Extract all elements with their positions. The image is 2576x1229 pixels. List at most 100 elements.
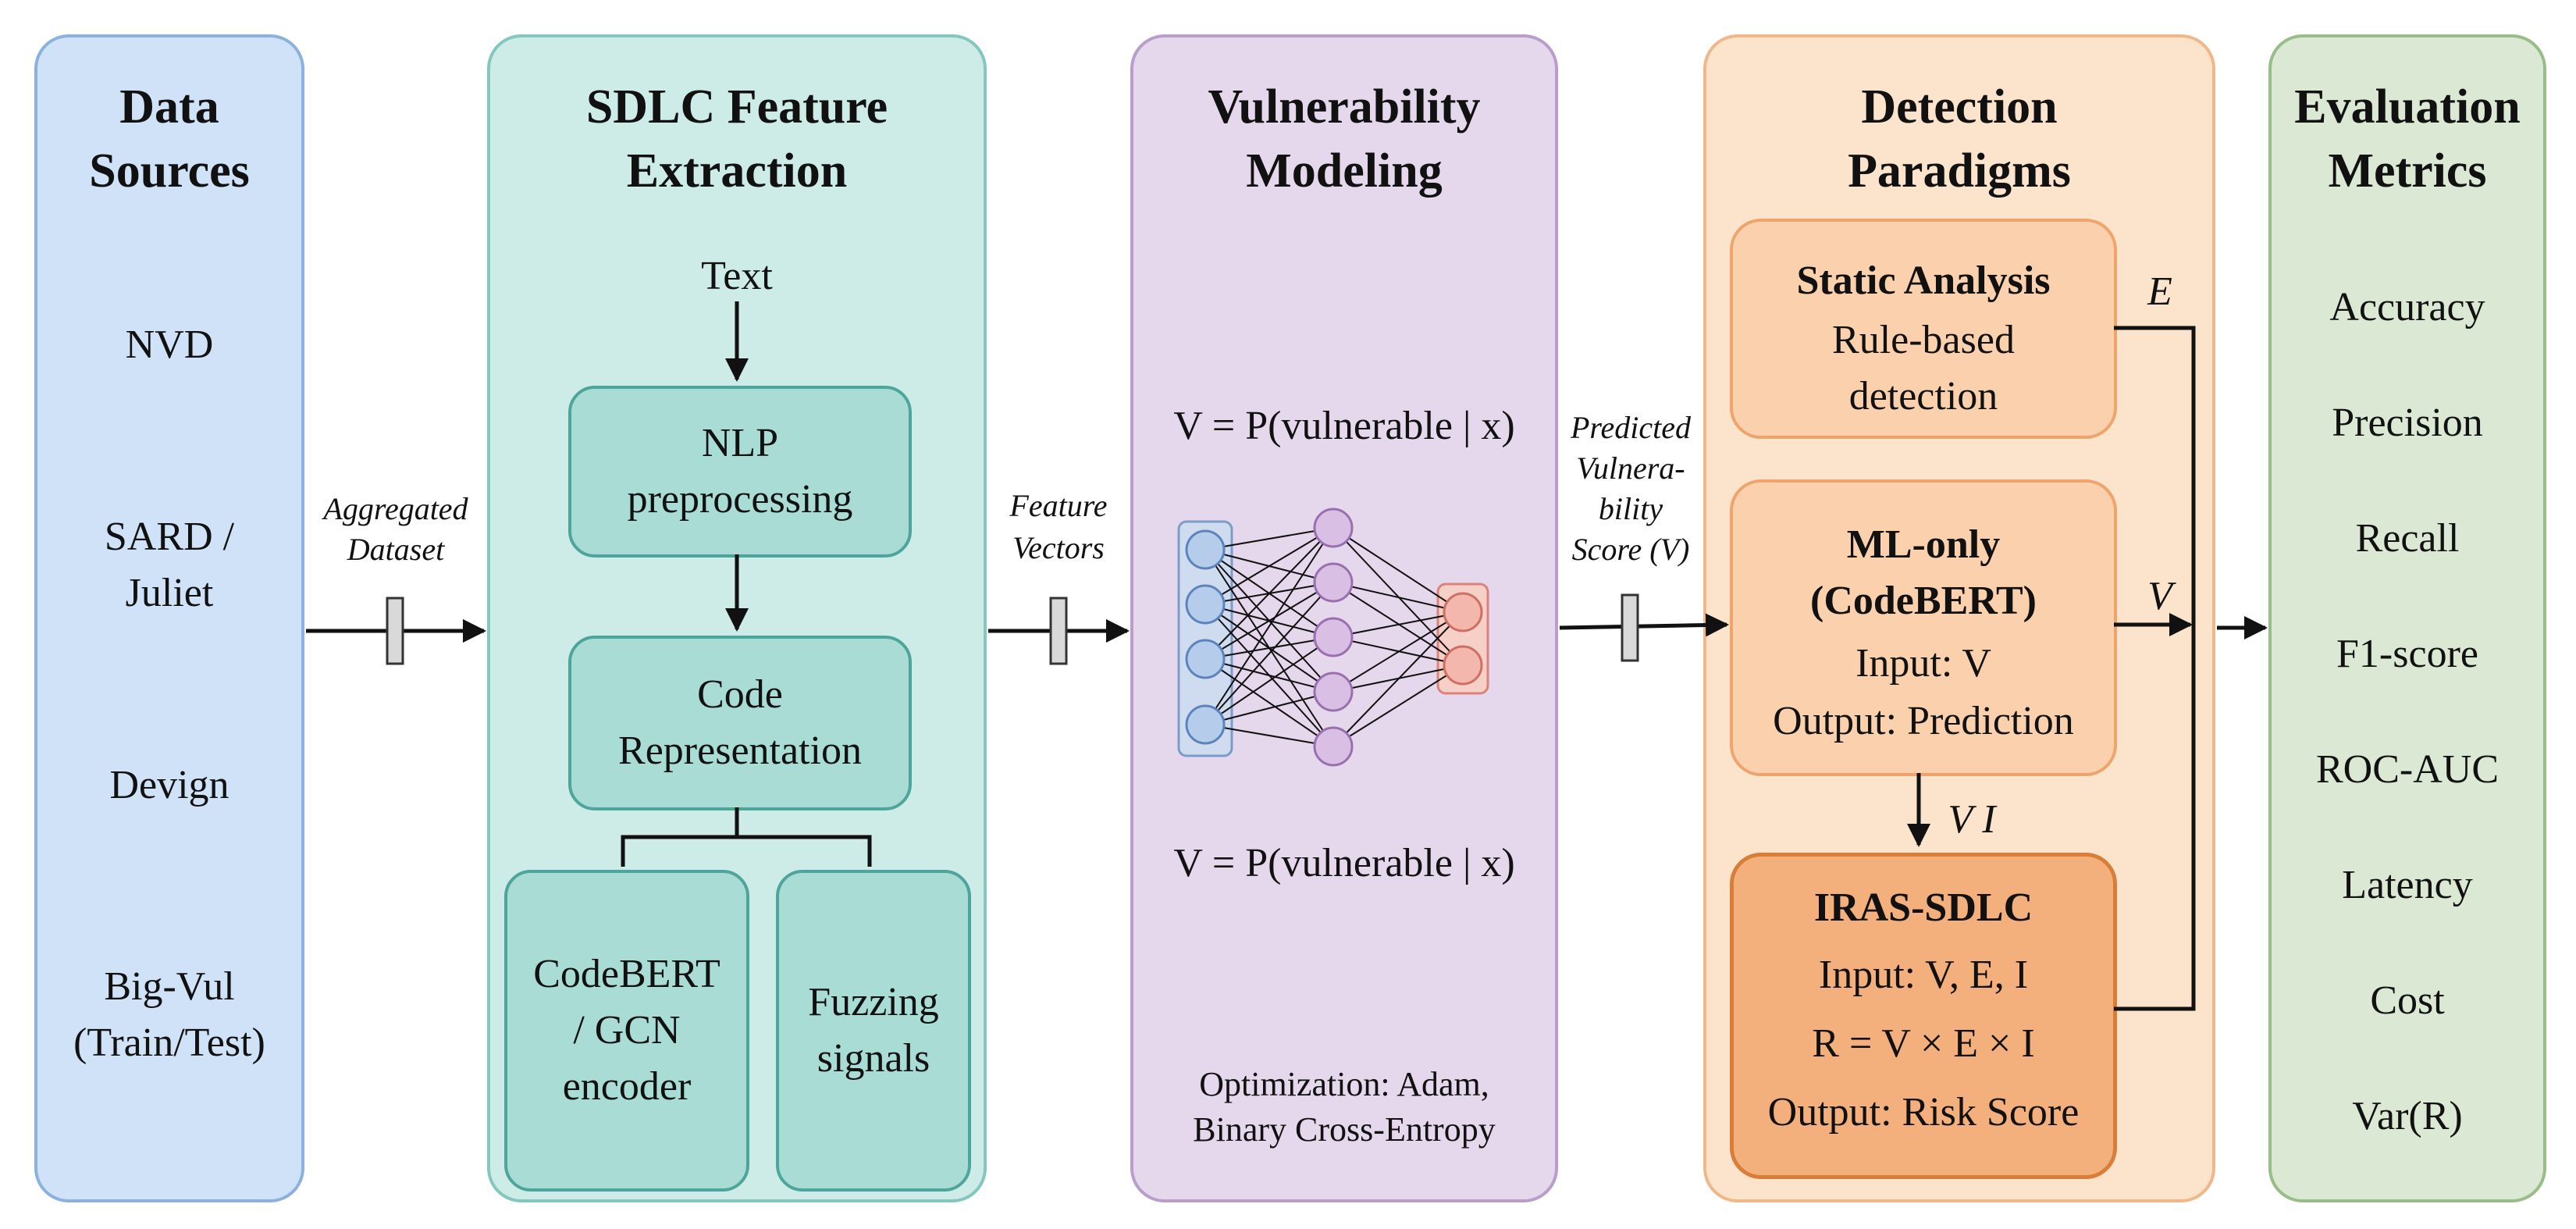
data-sources-panel: Data Sources NVD SARD / Juliet Devign Bi… [34,34,304,1202]
metric-recall: Recall [2355,516,2460,561]
nn-hidden-node [1313,726,1354,767]
neural-network-diagram [1177,508,1489,767]
nn-edge [1204,527,1334,605]
iras-sdlc-title: IRAS-SDLC [1813,885,2033,930]
optimization-line-1: Optimization: Adam, [1199,1065,1489,1103]
codebert-gcn-encoder-label: CodeBERT / GCN encoder [533,952,720,1109]
nn-output-node [1443,645,1483,686]
vulnerability-modeling-title-2: Modeling [1246,144,1443,198]
codebert-gcn-encoder-box: CodeBERT / GCN encoder [504,870,749,1192]
nn-hidden-node [1313,617,1354,657]
nn-edge [1204,658,1334,747]
nn-hidden-node [1313,671,1354,712]
formula-bottom: V = P(vulnerable | x) [1173,841,1515,885]
nlp-preprocessing-label: NLP preprocessing [627,421,853,522]
nn-edge [1204,724,1334,747]
source-big-vul: Big-Vul [104,964,235,1009]
ml-only-box: ML-only (CodeBERT) Input: V Output: Pred… [1730,479,2117,776]
label-v: V [2147,574,2172,618]
predicted-score-label-2: Vulnera- [1576,451,1685,486]
nn-edge [1204,636,1334,660]
nn-edge [1204,527,1334,660]
evaluation-metrics-panel: Evaluation Metrics Accuracy Precision Re… [2268,34,2546,1202]
source-sard: SARD / [104,515,235,559]
text-input-label: Text [701,254,773,298]
iras-sdlc-output: Output: Risk Score [1767,1090,2080,1135]
static-analysis-title: Static Analysis [1796,258,2051,303]
nlp-preprocessing-box: NLP preprocessing [568,386,912,558]
arrow-features-to-modeling [988,597,1130,665]
nn-edge [1204,527,1334,550]
evaluation-metrics-title-2: Metrics [2328,144,2487,198]
source-juliet: Juliet [125,571,214,615]
nn-input-node [1185,584,1226,625]
static-analysis-line-2: detection [1848,374,1998,419]
feature-vectors-label-2: Vectors [1012,530,1105,565]
feature-extraction-title-2: Extraction [626,144,848,198]
nn-edge [1332,664,1464,747]
metric-cost: Cost [2370,978,2445,1023]
feature-extraction-panel: SDLC Feature Extraction Text NLP preproc… [487,34,987,1202]
metric-var-r: Var(R) [2352,1094,2463,1138]
arrow-data-to-features [306,597,486,665]
label-e: E [2147,269,2172,314]
nn-edge [1204,527,1334,725]
ml-only-title-2: (CodeBERT) [1810,579,2037,623]
arrow-modeling-to-detection [1559,593,1729,662]
iras-sdlc-input: Input: V, E, I [1818,953,2029,997]
metric-precision: Precision [2332,401,2483,445]
iras-sdlc-formula: R = V × E × I [1812,1021,2035,1066]
metric-f1-score: F1-score [2336,632,2478,676]
nn-hidden-node [1313,562,1354,603]
code-split-connector-right [737,835,872,867]
metric-roc-auc: ROC-AUC [2315,747,2500,792]
nn-input-node [1185,704,1226,745]
ml-only-input: Input: V [1856,641,1991,686]
predicted-score-label-1: Predicted [1570,410,1691,445]
nn-input-layer [1177,520,1233,757]
nn-edge [1204,636,1334,725]
label-vi: V I [1948,797,1996,842]
iras-to-output-line [2114,628,2196,1011]
code-representation-box: Code Representation [568,636,912,810]
nn-edge [1332,611,1464,638]
metric-accuracy: Accuracy [2329,285,2485,330]
data-sources-title-2: Sources [89,144,250,198]
source-devign: Devign [109,763,229,807]
static-analysis-line-1: Rule-based [1832,318,2015,362]
aggregated-label-2: Dataset [347,532,445,567]
nn-edge [1204,658,1334,693]
nn-edge [1332,527,1464,613]
formula-top: V = P(vulnerable | x) [1173,404,1515,448]
nn-output-node [1443,592,1483,632]
nn-input-node [1185,529,1226,570]
feature-extraction-title-1: SDLC Feature [585,80,888,134]
vulnerability-modeling-title-1: Vulnerability [1208,80,1481,134]
nn-edge [1204,582,1334,660]
ml-only-title-1: ML-only [1846,522,2001,567]
nn-hidden-node [1313,508,1354,548]
fuzzing-signals-label: Fuzzing signals [808,980,939,1081]
optimization-line-2: Binary Cross-Entropy [1193,1110,1496,1149]
source-train-test: (Train/Test) [73,1021,265,1065]
nn-edge [1332,582,1464,613]
nn-edge [1204,582,1334,725]
code-split-connector [621,807,739,867]
nn-edge [1204,691,1334,725]
source-nvd: NVD [125,322,214,367]
fuzzing-signals-box: Fuzzing signals [776,870,971,1192]
detection-paradigms-panel: Detection Paradigms Static Analysis Rule… [1703,34,2215,1202]
detection-paradigms-title-2: Paradigms [1848,144,2071,198]
predicted-score-label-3: bility [1598,491,1663,526]
static-to-output-line [2114,326,2196,628]
static-analysis-box: Static Analysis Rule-based detection [1730,219,2117,439]
feature-vectors-label-1: Feature [1009,488,1108,523]
predicted-score-label-4: Score (V) [1571,532,1690,567]
nn-edge [1332,611,1464,693]
detection-paradigms-title-1: Detection [1861,80,2058,134]
nn-edge [1332,611,1464,747]
ml-only-output: Output: Prediction [1773,699,2074,743]
nn-input-node [1185,639,1226,679]
evaluation-metrics-title-1: Evaluation [2294,80,2521,134]
